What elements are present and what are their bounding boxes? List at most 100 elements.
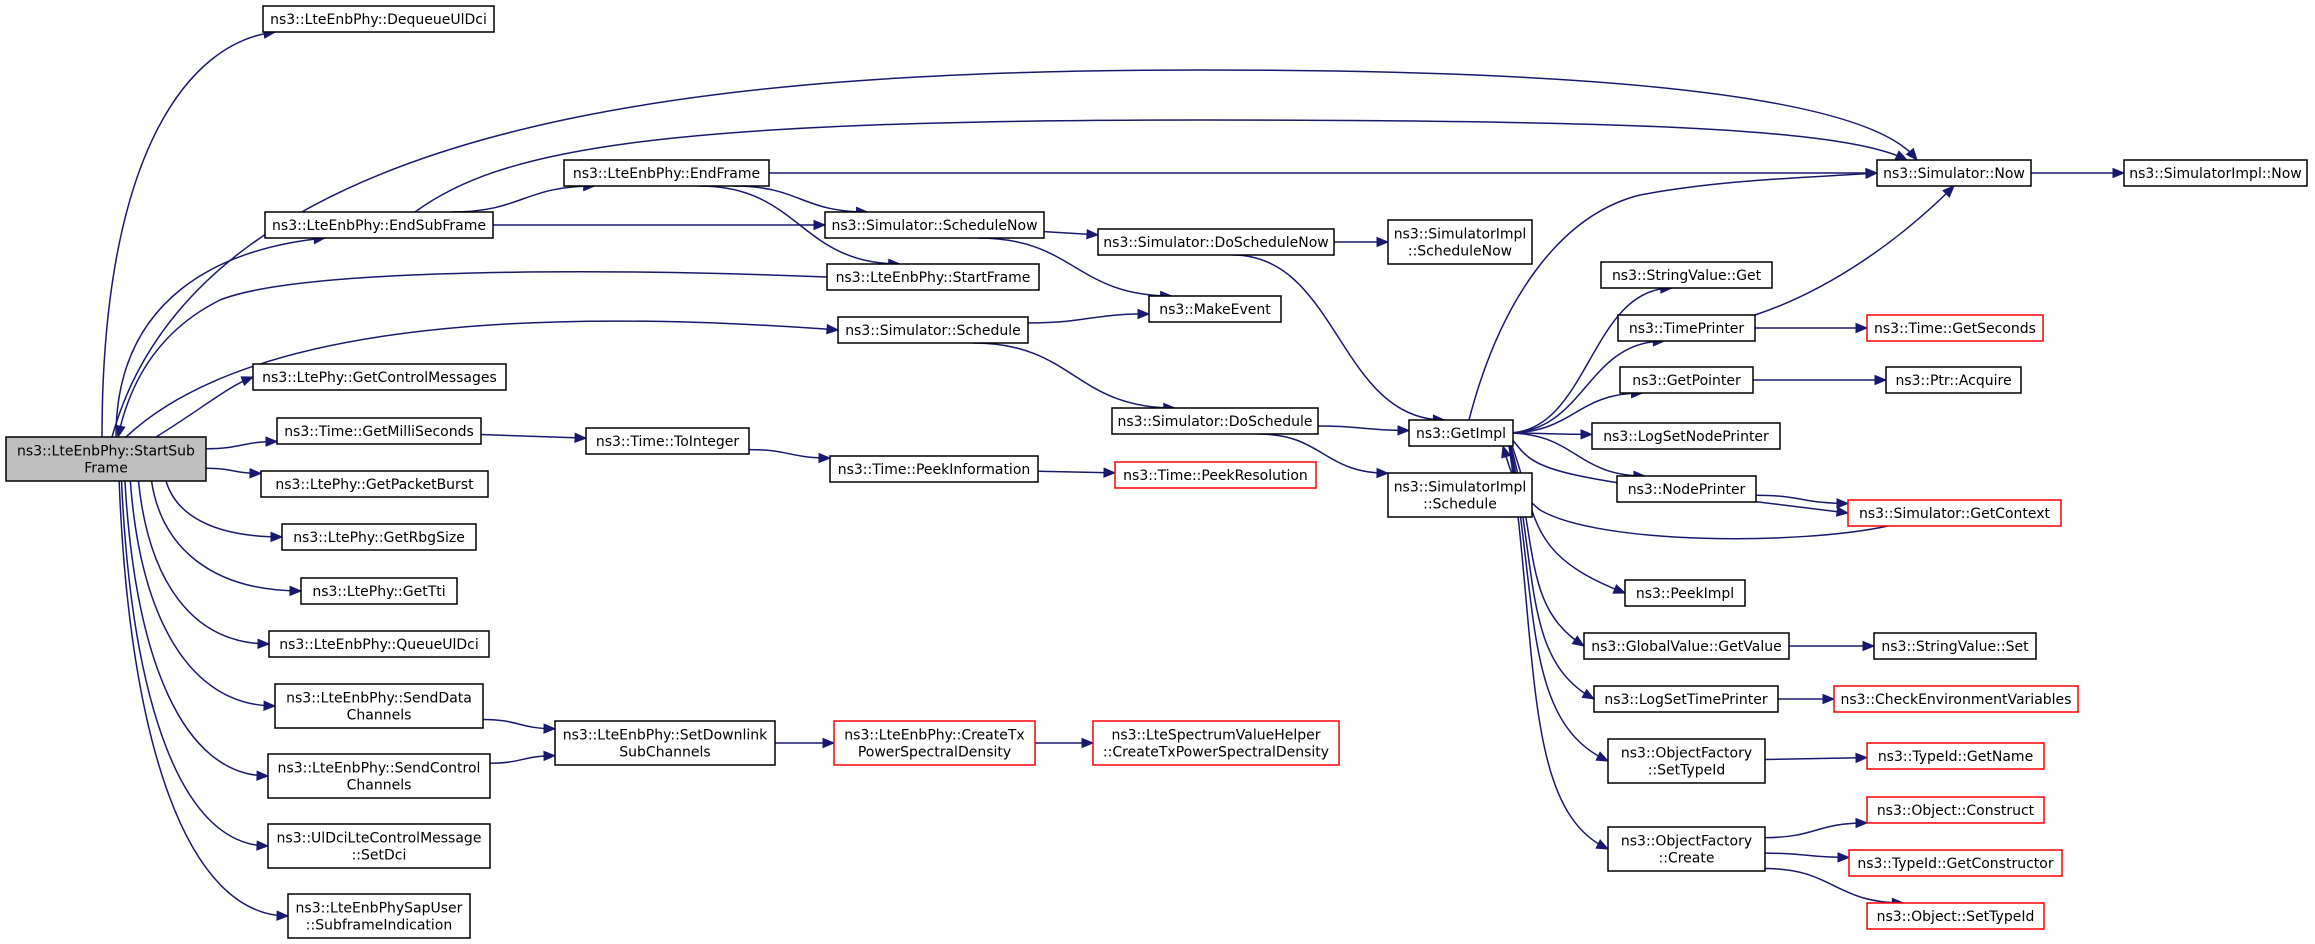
node-box[interactable] (554, 720, 776, 766)
node-global-get-value[interactable]: ns3::GlobalValue::GetValue (1583, 632, 1790, 660)
node-node-printer[interactable]: ns3::NodePrinter (1616, 475, 1757, 503)
node-box[interactable] (1833, 685, 2079, 713)
node-log-set-time-printer[interactable]: ns3::LogSetTimePrinter (1593, 685, 1779, 713)
node-box[interactable] (1600, 261, 1773, 289)
node-box[interactable] (1583, 632, 1790, 660)
node-peek-impl[interactable]: ns3::PeekImpl (1624, 579, 1746, 607)
node-box[interactable] (1387, 472, 1533, 518)
node-to-integer[interactable]: ns3::Time::ToInteger (585, 427, 750, 455)
node-end-frame[interactable]: ns3::LteEnbPhy::EndFrame (563, 159, 770, 187)
node-box[interactable] (262, 5, 495, 33)
node-box[interactable] (1114, 461, 1317, 489)
node-obj-construct[interactable]: ns3::Object::Construct (1866, 796, 2045, 824)
node-box[interactable] (1624, 579, 1746, 607)
node-box[interactable] (1876, 159, 2032, 187)
node-ofset-type-id[interactable]: ns3::ObjectFactory::SetTypeId (1607, 738, 1766, 784)
node-box[interactable] (1848, 849, 2063, 877)
node-get-constructor[interactable]: ns3::TypeId::GetConstructor (1848, 849, 2063, 877)
node-box[interactable] (268, 630, 490, 658)
node-box[interactable] (1616, 475, 1757, 503)
node-box[interactable] (1387, 219, 1533, 265)
node-subframe-indication[interactable]: ns3::LteEnbPhySapUser::SubframeIndicatio… (287, 893, 471, 939)
node-box[interactable] (1619, 366, 1754, 394)
node-get-seconds[interactable]: ns3::Time::GetSeconds (1866, 314, 2044, 342)
node-get-milli-seconds[interactable]: ns3::Time::GetMilliSeconds (276, 417, 482, 445)
node-box[interactable] (824, 211, 1045, 239)
node-get-context[interactable]: ns3::Simulator::GetContext (1847, 499, 2062, 527)
node-peek-information[interactable]: ns3::Time::PeekInformation (829, 455, 1039, 483)
node-schedule-now[interactable]: ns3::Simulator::ScheduleNow (824, 211, 1045, 239)
node-box[interactable] (276, 417, 482, 445)
node-box[interactable] (563, 159, 770, 187)
node-box[interactable] (1607, 826, 1766, 872)
node-box[interactable] (1873, 632, 2037, 660)
node-box[interactable] (1847, 499, 2062, 527)
node-box[interactable] (1111, 407, 1319, 435)
node-make-event[interactable]: ns3::MakeEvent (1148, 295, 1282, 323)
node-box[interactable] (833, 720, 1036, 766)
node-queue-ul-dci[interactable]: ns3::LteEnbPhy::QueueUlDci (268, 630, 490, 658)
node-box[interactable] (829, 455, 1039, 483)
node-end-sub-frame[interactable]: ns3::LteEnbPhy::EndSubFrame (264, 211, 494, 239)
node-box[interactable] (1866, 796, 2045, 824)
node-check-env[interactable]: ns3::CheckEnvironmentVariables (1833, 685, 2079, 713)
node-box[interactable] (281, 523, 477, 551)
node-get-rbg-size[interactable]: ns3::LtePhy::GetRbgSize (281, 523, 477, 551)
node-box[interactable] (287, 893, 471, 939)
node-box[interactable] (1593, 685, 1779, 713)
node-sim-now[interactable]: ns3::Simulator::Now (1876, 159, 2032, 187)
node-box[interactable] (1092, 720, 1340, 766)
node-box[interactable] (267, 823, 491, 869)
node-create-tx-psd[interactable]: ns3::LteEnbPhy::CreateTxPowerSpectralDen… (833, 720, 1036, 766)
node-box[interactable] (1866, 902, 2045, 930)
node-string-value-set[interactable]: ns3::StringValue::Set (1873, 632, 2037, 660)
node-box[interactable] (1885, 366, 2022, 394)
node-box[interactable] (260, 470, 489, 498)
node-box[interactable] (264, 211, 494, 239)
node-type-id-get-name[interactable]: ns3::TypeId::GetName (1866, 742, 2045, 770)
node-box[interactable] (826, 263, 1040, 291)
node-sim-impl-now[interactable]: ns3::SimulatorImpl::Now (2123, 159, 2308, 187)
node-box[interactable] (1866, 314, 2044, 342)
node-box[interactable] (1866, 742, 2045, 770)
node-box[interactable] (252, 363, 507, 391)
node-box[interactable] (1097, 228, 1335, 256)
node-helper-create-tx-psd[interactable]: ns3::LteSpectrumValueHelper::CreateTxPow… (1092, 720, 1340, 766)
node-box[interactable] (585, 427, 750, 455)
node-box[interactable] (1408, 419, 1514, 447)
node-peek-resolution[interactable]: ns3::Time::PeekResolution (1114, 461, 1317, 489)
node-get-control-messages[interactable]: ns3::LtePhy::GetControlMessages (252, 363, 507, 391)
node-start-frame[interactable]: ns3::LteEnbPhy::StartFrame (826, 263, 1040, 291)
node-do-schedule-now[interactable]: ns3::Simulator::DoScheduleNow (1097, 228, 1335, 256)
node-get-pointer[interactable]: ns3::GetPointer (1619, 366, 1754, 394)
node-impl-schedule-now[interactable]: ns3::SimulatorImpl::ScheduleNow (1387, 219, 1533, 265)
node-box[interactable] (1617, 314, 1756, 342)
node-box[interactable] (2123, 159, 2308, 187)
node-time-printer[interactable]: ns3::TimePrinter (1617, 314, 1756, 342)
node-ofcreate[interactable]: ns3::ObjectFactory::Create (1607, 826, 1766, 872)
node-do-schedule[interactable]: ns3::Simulator::DoSchedule (1111, 407, 1319, 435)
node-box[interactable] (267, 753, 491, 799)
node-box[interactable] (300, 577, 458, 605)
node-get-packet-burst[interactable]: ns3::LtePhy::GetPacketBurst (260, 470, 489, 498)
node-get-impl[interactable]: ns3::GetImpl (1408, 419, 1514, 447)
node-box[interactable] (837, 316, 1029, 344)
node-box[interactable] (1591, 422, 1781, 450)
node-impl-schedule[interactable]: ns3::SimulatorImpl::Schedule (1387, 472, 1533, 518)
node-box[interactable] (5, 436, 207, 482)
node-box[interactable] (1607, 738, 1766, 784)
node-set-dci[interactable]: ns3::UlDciLteControlMessage::SetDci (267, 823, 491, 869)
node-log-set-node-printer[interactable]: ns3::LogSetNodePrinter (1591, 422, 1781, 450)
node-get-tti[interactable]: ns3::LtePhy::GetTti (300, 577, 458, 605)
node-obj-set-type-id[interactable]: ns3::Object::SetTypeId (1866, 902, 2045, 930)
node-sim-schedule[interactable]: ns3::Simulator::Schedule (837, 316, 1029, 344)
node-box[interactable] (1148, 295, 1282, 323)
node-dequeue-ul-dci[interactable]: ns3::LteEnbPhy::DequeueUlDci (262, 5, 495, 33)
node-string-value-get[interactable]: ns3::StringValue::Get (1600, 261, 1773, 289)
node-box[interactable] (274, 683, 484, 729)
node-ptr-acquire[interactable]: ns3::Ptr::Acquire (1885, 366, 2022, 394)
